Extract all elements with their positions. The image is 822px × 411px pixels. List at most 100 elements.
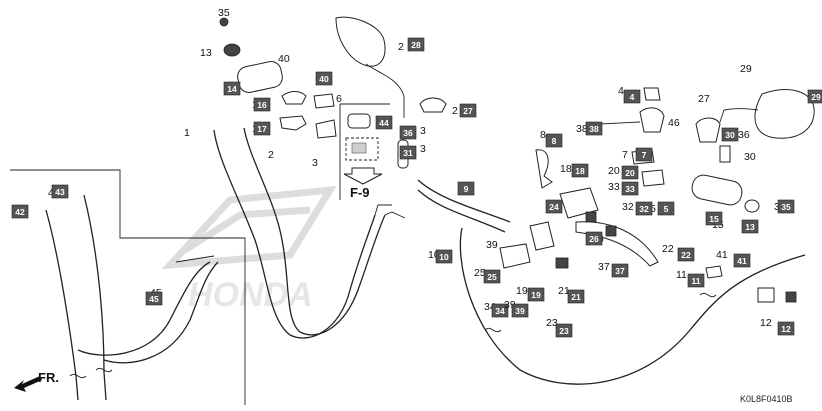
callout-number: 18: [560, 163, 572, 175]
clutch-cable: [417, 179, 806, 385]
svg-text:14: 14: [227, 84, 237, 94]
part-badge: 17: [253, 121, 271, 136]
left-mirror: [335, 16, 405, 118]
part-badge: 18: [571, 163, 589, 178]
svg-text:13: 13: [745, 222, 755, 232]
callout-number: 4: [618, 85, 624, 97]
callout-number: 32: [622, 201, 634, 213]
front-label: FR.: [38, 370, 59, 385]
svg-text:43: 43: [55, 187, 65, 197]
svg-text:19: 19: [531, 290, 541, 300]
honda-watermark: HONDA: [161, 185, 337, 314]
part-badge: 4: [623, 89, 641, 104]
svg-text:24: 24: [549, 202, 559, 212]
part-badge: 16: [253, 97, 271, 112]
svg-text:12: 12: [781, 324, 791, 334]
part-badge: 23: [555, 323, 573, 338]
diagram-code: K0L8F0410B: [740, 394, 793, 404]
part-badge: 45: [145, 291, 163, 306]
callout-number: 12: [760, 317, 772, 329]
svg-text:44: 44: [379, 118, 389, 128]
part-badge: 5: [657, 201, 675, 216]
svg-text:5: 5: [664, 204, 669, 214]
right-grip: [691, 174, 760, 213]
part-badge: 35: [777, 199, 795, 214]
callout-number: 46: [668, 117, 680, 129]
part-badge: 41: [733, 253, 751, 268]
part-badge: 26: [585, 231, 603, 246]
callout-number: 33: [608, 181, 620, 193]
callout-number: 40: [278, 53, 290, 65]
callout-number: 22: [662, 243, 674, 255]
callout-number: 21: [558, 285, 570, 297]
svg-text:29: 29: [811, 92, 821, 102]
part-badge: 19: [527, 287, 545, 302]
callout-number: 23: [546, 317, 558, 329]
callout-number: 13: [200, 47, 212, 59]
reference-label: F-9: [350, 185, 370, 200]
callout-number: 35: [218, 7, 230, 19]
svg-text:23: 23: [559, 326, 569, 336]
part-badge: 7: [635, 147, 653, 162]
part-badge: 29: [807, 89, 822, 104]
part-badge: 13: [741, 219, 759, 234]
svg-text:18: 18: [575, 166, 585, 176]
svg-text:26: 26: [589, 234, 599, 244]
left-cables: [45, 194, 219, 401]
callout-number: 20: [608, 165, 620, 177]
callout-number: 3: [420, 125, 426, 137]
callout-number: 2: [268, 149, 274, 161]
svg-text:36: 36: [403, 128, 413, 138]
callout-number: 39: [486, 239, 498, 251]
callout-number: 30: [744, 151, 756, 163]
callout-number: 3: [420, 143, 426, 155]
callout-number: 38: [576, 123, 588, 135]
part-badge: 30: [721, 127, 739, 142]
part-badge: 12: [777, 321, 795, 336]
part-badge: 25: [483, 269, 501, 284]
svg-text:9: 9: [464, 184, 469, 194]
svg-text:21: 21: [571, 292, 581, 302]
part-badge: 21: [567, 289, 585, 304]
svg-text:4: 4: [630, 92, 635, 102]
part-badge: 38: [585, 121, 603, 136]
callout-number: 5: [650, 203, 656, 215]
callout-number: 11: [676, 269, 687, 281]
part-badge: 11: [687, 273, 705, 288]
callout-number: 3: [312, 157, 318, 169]
part-badge: 28: [407, 37, 425, 52]
svg-text:25: 25: [487, 272, 497, 282]
part-badge: 43: [51, 184, 69, 199]
svg-text:35: 35: [781, 202, 791, 212]
svg-text:41: 41: [737, 256, 747, 266]
callout-number: 36: [738, 129, 750, 141]
svg-text:17: 17: [257, 124, 267, 134]
callout-number: 39: [504, 299, 516, 311]
svg-text:34: 34: [495, 306, 505, 316]
callout-number: 1: [184, 127, 190, 139]
callout-number: 2: [398, 41, 404, 53]
svg-text:40: 40: [319, 74, 329, 84]
svg-text:38: 38: [589, 124, 599, 134]
svg-text:8: 8: [552, 136, 557, 146]
part-badge: 24: [545, 199, 563, 214]
svg-text:27: 27: [463, 106, 473, 116]
part-badge: 27: [459, 103, 477, 118]
svg-text:7: 7: [642, 150, 647, 160]
callout-number: 8: [540, 129, 546, 141]
part-badge: 14: [223, 81, 241, 96]
part-badge: 31: [399, 145, 417, 160]
svg-text:30: 30: [725, 130, 735, 140]
inset-frame: [10, 169, 246, 405]
part-badge: 40: [315, 71, 333, 86]
svg-text:31: 31: [403, 148, 413, 158]
reference-f9: F-9: [339, 103, 390, 200]
svg-text:39: 39: [515, 306, 525, 316]
throttle-cables: [213, 127, 406, 339]
callout-number: 34: [484, 301, 496, 313]
callout-number: 25: [474, 267, 486, 279]
part-badge: 33: [621, 181, 639, 196]
part-badge: 8: [545, 133, 563, 148]
part-badge: 20: [621, 165, 639, 180]
